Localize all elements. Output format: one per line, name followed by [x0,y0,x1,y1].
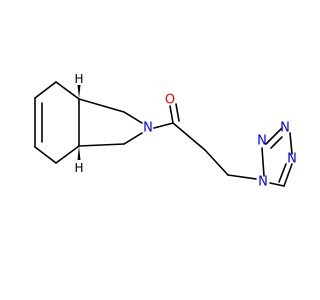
tetrazole-n2-label: N [257,134,267,149]
bond-c8-c3 [78,143,125,147]
bond-c4-c5 [34,146,57,164]
bond-chain-1 [172,122,206,151]
tetrazole-n1-label: N [258,175,268,190]
bond-tz-n3-n4 [289,132,293,155]
bond-c1-c2 [55,81,80,100]
bond-carbonyl-o1 [169,105,174,124]
bond-tz-n4-c [283,163,293,187]
stereo-bond-top [77,85,81,99]
bond-tz-c-n1 [269,182,285,187]
ring-nitrogen-label: N [143,121,153,136]
bond-chain-3 [227,174,257,180]
hydrogen-bottom-label: H [74,161,83,175]
bond-c2-c7 [78,98,125,113]
hydrogen-top-label: H [74,72,83,86]
bond-tz-n1-n2 [261,147,265,177]
stereo-bond-bottom [77,146,81,160]
molecule-diagram: O N N N N N H H [34,72,297,190]
bond-tz-n4-c-double [278,163,287,183]
bond-tz-n2-n3-double [270,136,283,149]
tetrazole-n4-label: N [287,152,297,167]
bond-carbonyl-o2 [175,103,180,122]
bond-tz-n2-n3 [265,127,283,145]
bond-n-carbonyl [153,122,174,129]
bond-c3-c4 [55,145,80,164]
structure-canvas: O N N N N N H H [34,72,297,190]
tetrazole-n3-label: N [280,121,290,136]
bond-n-c8 [123,132,143,145]
bond-chain-2 [204,149,229,176]
bond-c6-c1 [34,81,57,99]
bond-c7-n [123,111,143,124]
oxygen-label: O [165,93,175,108]
